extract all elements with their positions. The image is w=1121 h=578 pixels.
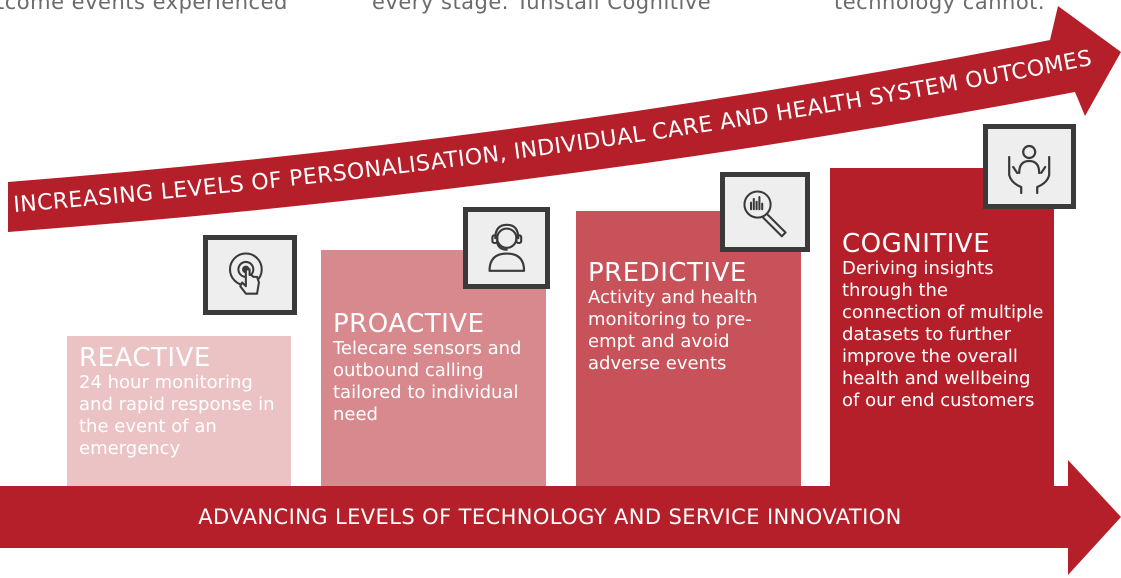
stage-proactive: PROACTIVE Telecare sensors and outbound … (321, 250, 546, 515)
stage-predictive-title: PREDICTIVE (588, 258, 747, 288)
stage-proactive-title: PROACTIVE (333, 309, 485, 339)
innovation-arrow-label: ADVANCING LEVELS OF TECHNOLOGY AND SERVI… (198, 505, 902, 529)
stage-cognitive: COGNITIVE Deriving insights through the … (830, 168, 1054, 515)
stage-predictive-description: Activity and health monitoring to pre-em… (588, 287, 758, 374)
personalisation-arrow-shape (8, 6, 1121, 232)
stage-cognitive-title: COGNITIVE (842, 229, 991, 259)
stage-proactive-description: Telecare sensors and outbound calling ta… (333, 338, 522, 425)
intro-text-middle: every stage. Tunstall Cognitive (372, 0, 712, 14)
magnifier-chart-icon (720, 172, 810, 252)
stage-reactive: REACTIVE 24 hour monitoring and rapid re… (67, 336, 291, 515)
innovation-arrow-shape (0, 460, 1121, 575)
stage-cognitive-description: Deriving insights through the connection… (842, 258, 1044, 411)
pointer-button-icon (203, 235, 297, 315)
intro-text-left: tcome events experienced (0, 0, 288, 14)
stage-reactive-title: REACTIVE (79, 343, 211, 373)
stage-predictive: PREDICTIVE Activity and health monitorin… (576, 211, 801, 515)
intro-text-right: technology cannot. (834, 0, 1046, 14)
stage-reactive-description: 24 hour monitoring and rapid response in… (79, 372, 275, 459)
hands-person-icon (983, 124, 1076, 209)
headset-agent-icon (463, 207, 550, 289)
